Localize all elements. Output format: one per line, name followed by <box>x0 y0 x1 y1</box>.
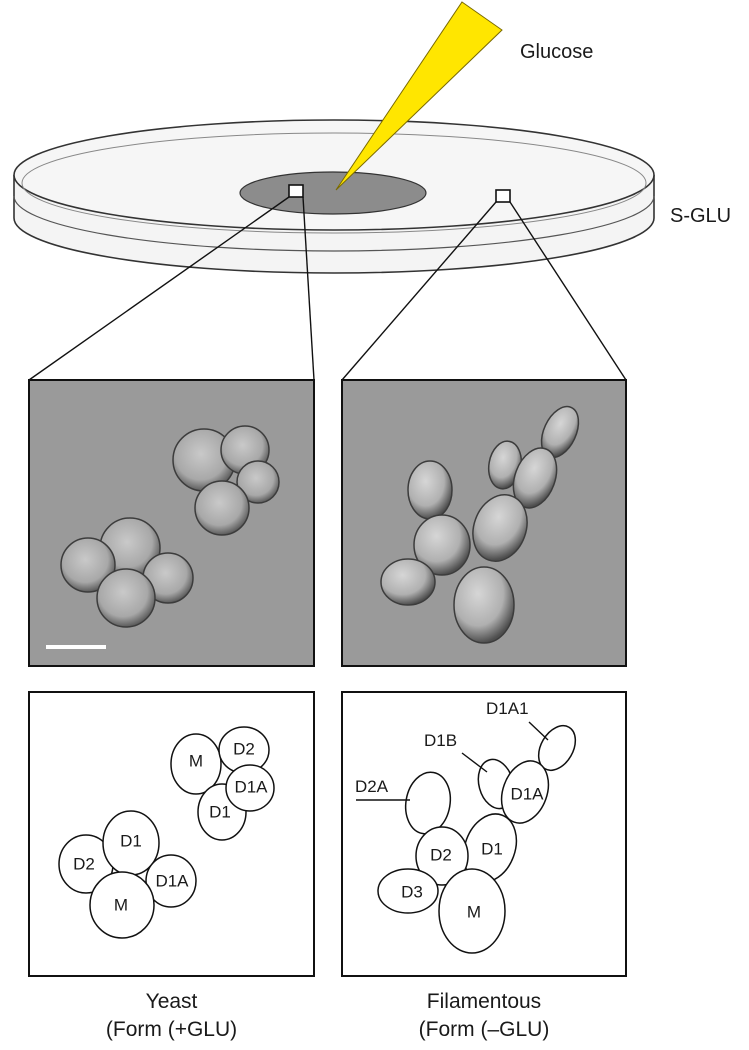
yeast-cell-cluster-top <box>172 425 280 536</box>
scale-bar <box>46 645 106 649</box>
cell-label-d1: D1 <box>481 839 503 858</box>
caption-filamentous-title: Filamentous <box>426 990 542 1013</box>
yeast-cell-cluster-bottom <box>60 517 194 628</box>
cell-label-d1a: D1A <box>510 784 544 803</box>
cell-label-d1a-bottom: D1A <box>155 871 189 890</box>
sample-square-edge <box>495 189 511 203</box>
zoom-lines <box>28 196 627 381</box>
cell-label-d2: D2 <box>430 845 452 864</box>
glucose-spot <box>239 171 427 215</box>
petri-dish <box>13 119 655 274</box>
caption-yeast-subtitle: (Form (+GLU) <box>105 1018 238 1041</box>
cell-label-d3: D3 <box>401 882 423 901</box>
cell-label-m-bottom: M <box>114 895 128 914</box>
cell-label-d1-top: D1 <box>209 802 231 821</box>
callout-d1b: D1B <box>424 731 457 750</box>
micrograph-filamentous <box>341 379 627 667</box>
cell-label-d1a-top: D1A <box>234 777 268 796</box>
cell-label-m: M <box>467 902 481 921</box>
diagram-filamentous: D1A D1 D2 D3 M D1A1 D1B D2A <box>341 691 627 977</box>
caption-filamentous-subtitle: (Form (–GLU) <box>418 1018 550 1041</box>
diagram-yeast: M D2 D1A D1 D1 D2 D1A M <box>28 691 315 977</box>
caption-yeast-title: Yeast <box>145 990 198 1013</box>
filamentous-cell-chain <box>380 405 580 644</box>
micrograph-yeast <box>28 379 315 667</box>
cell-label-d1-bottom: D1 <box>120 831 142 850</box>
cell-label-m-top: M <box>189 751 203 770</box>
sample-square-center <box>288 184 304 198</box>
cell-label-d2-top: D2 <box>233 739 255 758</box>
cell-label-d2-bottom: D2 <box>73 854 95 873</box>
caption-filamentous: Filamentous (Form (–GLU) <box>342 988 626 1044</box>
pipette-tip <box>335 1 503 191</box>
plate-label: S-GLU <box>670 205 731 227</box>
callout-d1a1: D1A1 <box>486 699 529 718</box>
caption-yeast: Yeast (Form (+GLU) <box>29 988 314 1044</box>
glucose-label: Glucose <box>520 41 593 63</box>
callout-d2a: D2A <box>355 777 389 796</box>
